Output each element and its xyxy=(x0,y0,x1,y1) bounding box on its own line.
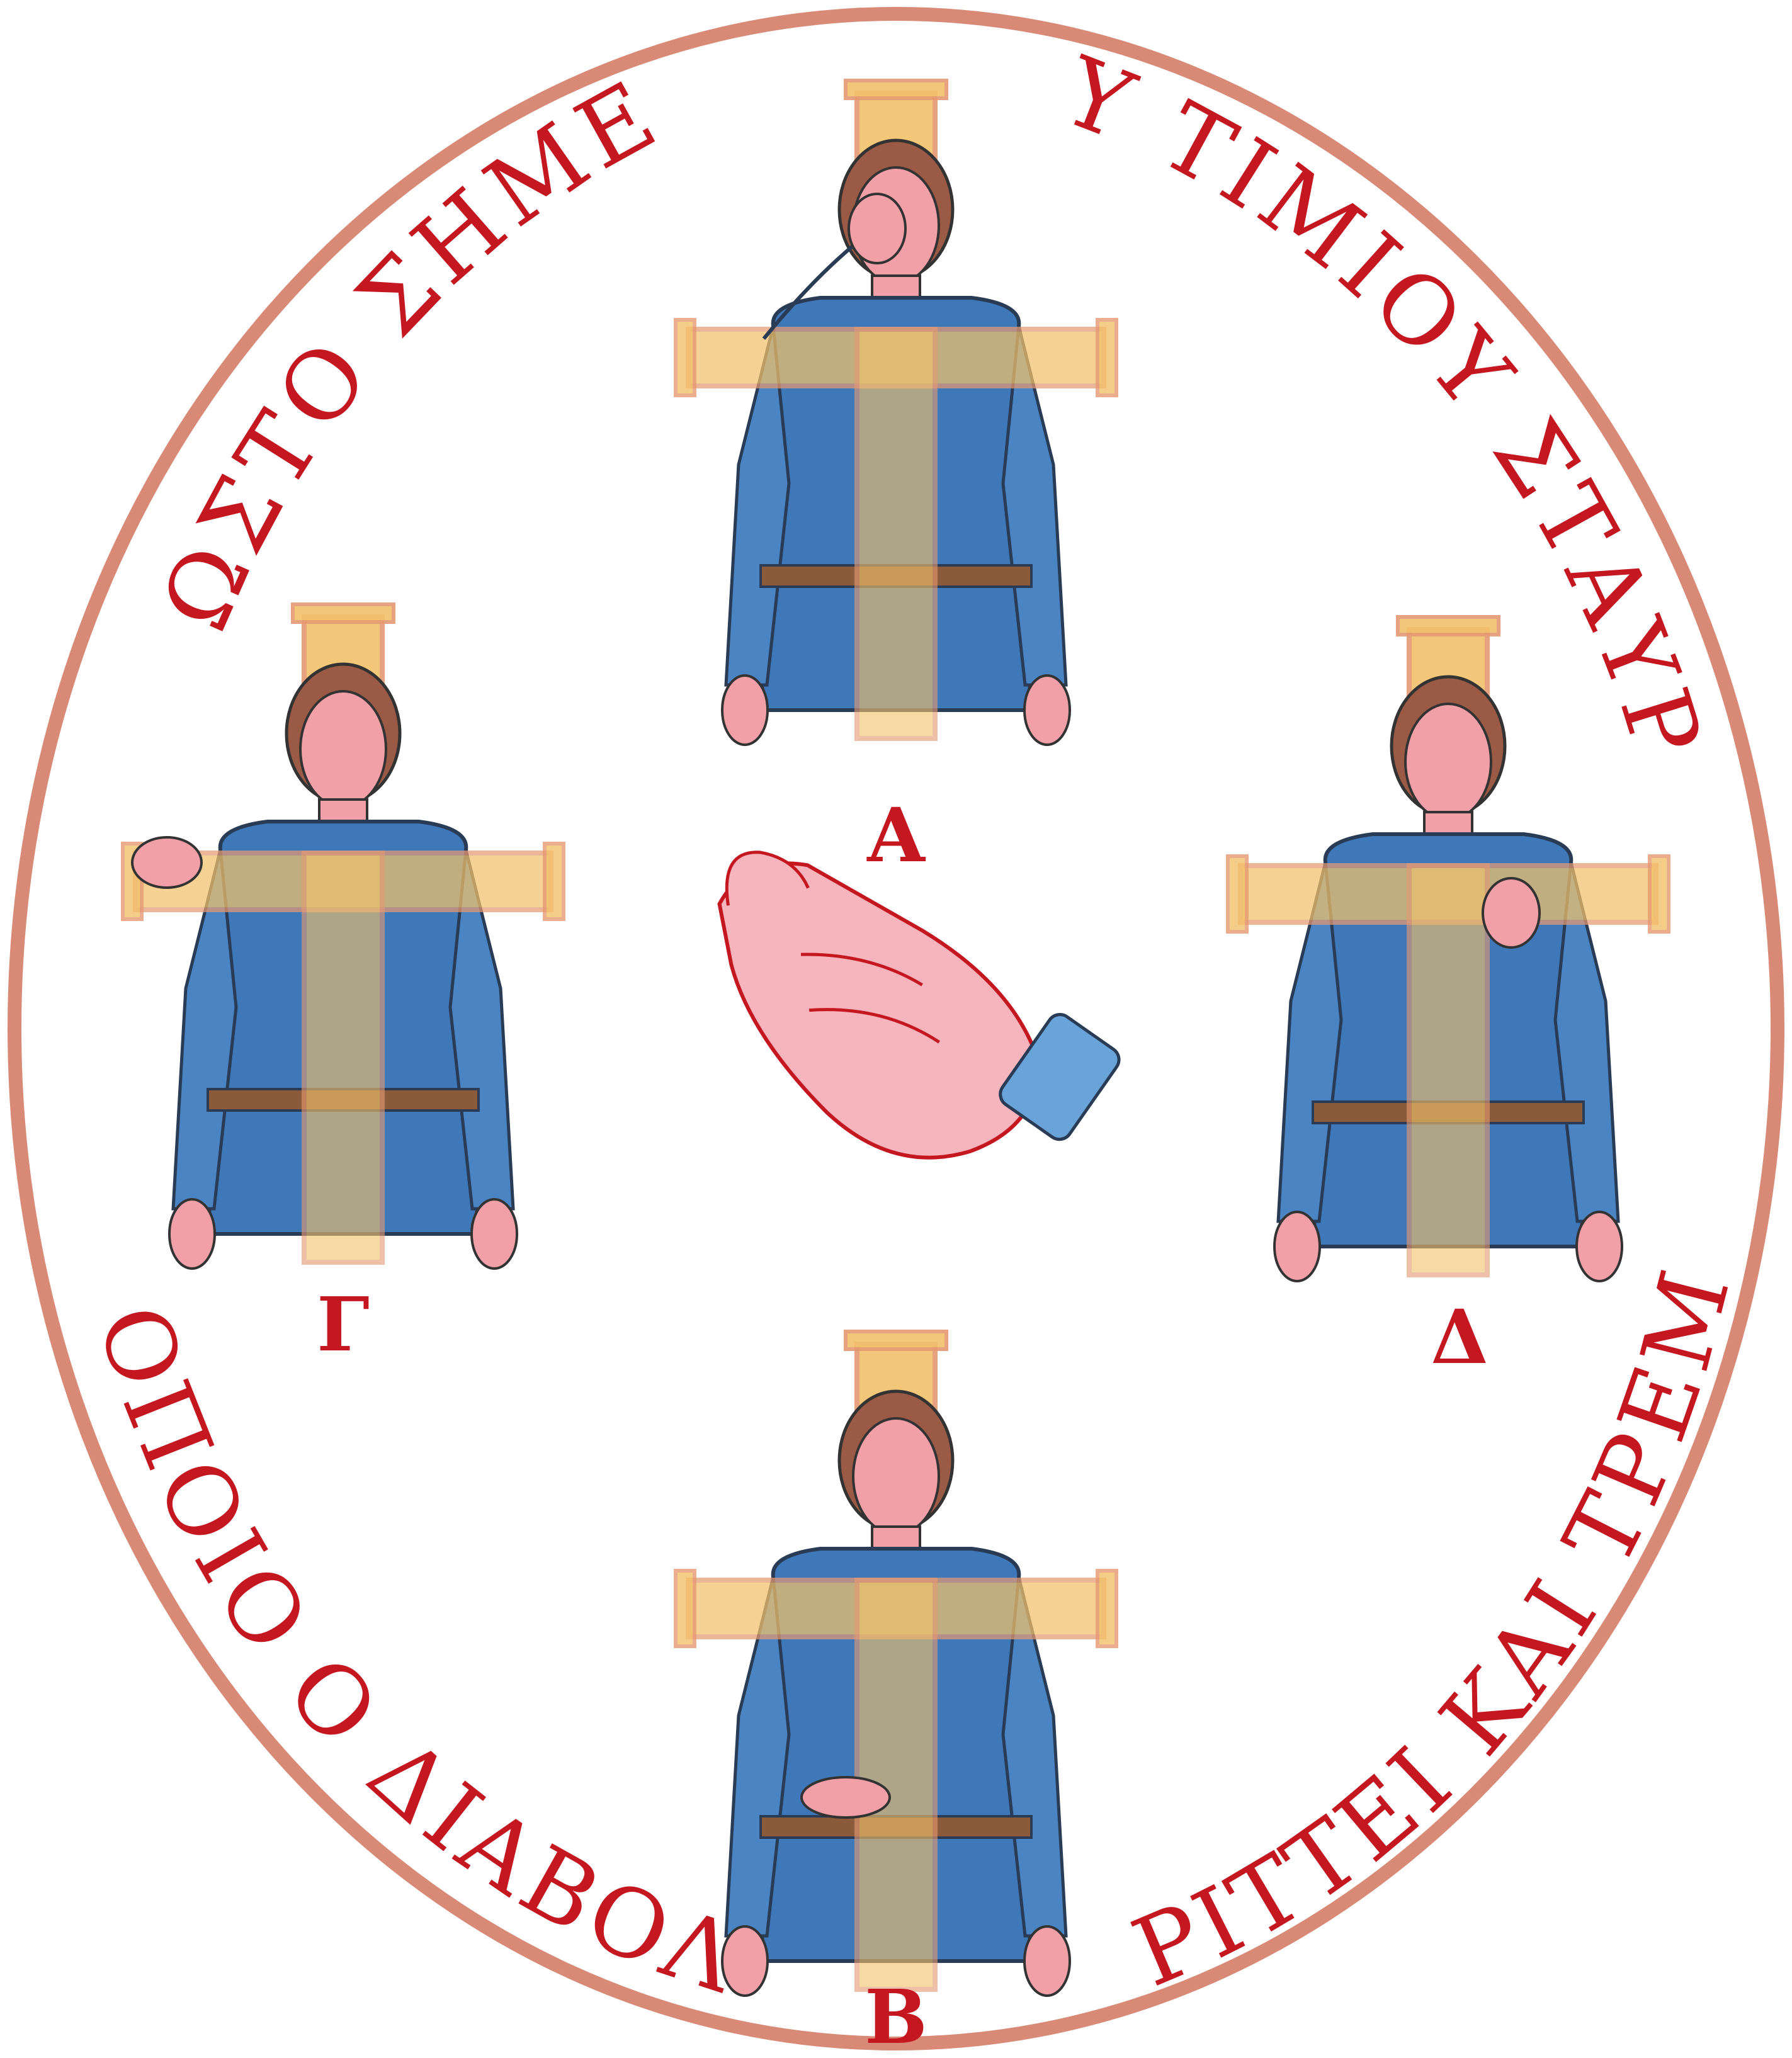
step-label-b: Β xyxy=(865,1973,927,2058)
step-label-g: Γ xyxy=(317,1281,370,1368)
step-label-a: Α xyxy=(866,791,926,879)
step-label-d: Δ xyxy=(1431,1293,1489,1381)
